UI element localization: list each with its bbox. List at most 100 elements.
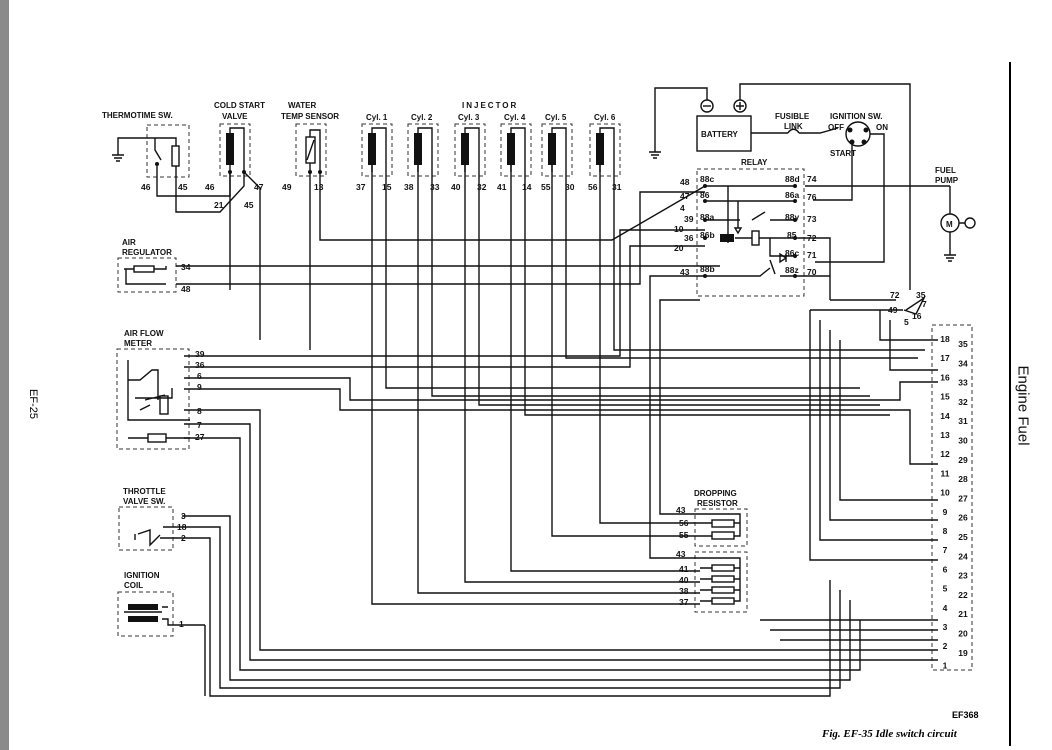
afm-pin-7: 7 [197,420,202,430]
junction-5: 5 [904,317,909,327]
relay-pin-48: 48 [680,177,690,187]
ecu-pin-33: 33 [958,378,968,388]
ecu-pin-14: 14 [940,411,950,421]
junction-block: 72 35 49 7 5 16 [810,290,927,327]
ecu-pin-6: 6 [943,564,948,574]
relay-pin-39: 39 [684,214,694,224]
relay-terminal-88y: 88y [785,212,799,222]
relay-terminal-86: 86 [700,190,710,200]
relay-pin-70: 70 [807,267,817,277]
ecu-pin-1: 1 [943,660,948,670]
air-regulator: AIR REGULATOR 34 48 [117,238,191,294]
relay-terminal-88z: 88z [785,265,799,275]
afm-pin-8: 8 [197,406,202,416]
cyl3-pin-b: 32 [477,182,487,192]
ignition-off-label: OFF [828,123,844,132]
cyl4-pin-a: 41 [497,182,507,192]
ecu-pin-25: 25 [958,532,968,542]
afm-pin-9: 9 [197,382,202,392]
relay-terminal-88d: 88d [785,174,800,184]
motor-label: M [946,220,953,229]
water-label-2: TEMP SENSOR [281,112,339,121]
ignition-sw-label: IGNITION SW. [830,112,882,121]
cyl3-label: Cyl. 3 [458,113,480,122]
ecu-pin-9: 9 [943,507,948,517]
relay-label: RELAY [741,158,768,167]
ignition-on-label: ON [876,123,888,132]
cyl2-pin-a: 38 [404,182,414,192]
ecu-pin-29: 29 [958,455,968,465]
ecu-pin-2: 2 [943,641,948,651]
relay-pin-71: 71 [807,250,817,260]
drop-b-pin-41: 41 [679,564,689,574]
cold-start-label-1: COLD START [214,101,265,110]
afm-pin-27: 27 [195,432,205,442]
cyl6-pin-a: 56 [588,182,598,192]
throttle-label-1: THROTTLE [123,487,166,496]
ecu-pin-23: 23 [958,571,968,581]
relay: RELAY 48 47 4 39 10 36 20 43 88c 86 88a … [674,158,817,297]
thermo-pin-45: 45 [178,182,188,192]
ecu-pin-10: 10 [940,488,950,498]
ecu-pin-27: 27 [958,493,968,503]
injector-cyl5: 55 30 [541,123,575,192]
ecu-pin-22: 22 [958,590,968,600]
ecu-pin-8: 8 [943,526,948,536]
cyl5-pin-b: 30 [565,182,575,192]
fusible-label-2: LINK [784,122,803,131]
ecu-pin-28: 28 [958,474,968,484]
air-reg-pin-48: 48 [181,284,191,294]
junction-7: 7 [922,299,927,309]
fuel-pump-label-2: PUMP [935,176,959,185]
drop-b-pin-38: 38 [679,586,689,596]
relay-terminal-85: 85 [787,230,797,240]
power-section: BATTERY FUSIBLE LINK IGNITION SW. OFF ON… [649,83,911,290]
cyl5-label: Cyl. 5 [545,113,567,122]
ecu-pin-18: 18 [940,334,950,344]
cyl5-pin-a: 55 [541,182,551,192]
ecu-pin-20: 20 [958,629,968,639]
afm-pin-39: 39 [195,349,205,359]
injector-cyl3: 40 32 [451,123,487,192]
air-reg-label-2: REGULATOR [122,248,172,257]
cyl6-pin-b: 31 [612,182,622,192]
fuel-pump: FUEL PUMP M [805,166,976,262]
cyl2-pin-b: 33 [430,182,440,192]
ecu-pin-26: 26 [958,513,968,523]
ecu-connector-box [931,324,973,671]
drop-b-pin-40: 40 [679,575,689,585]
junction-16: 16 [912,311,922,321]
thermo-pin-46: 46 [141,182,151,192]
throttle-valve-switch: THROTTLE VALVE SW. 3 18 2 [118,487,187,551]
cold-pin-46: 46 [205,182,215,192]
ecu-pin-11: 11 [941,468,950,478]
ecu-pin-35: 35 [958,339,968,349]
cyl1-pin-a: 37 [356,182,366,192]
relay-pin-74: 74 [807,174,817,184]
ecu-pin-13: 13 [940,430,950,440]
throttle-label-2: VALVE SW. [123,497,165,506]
ecu-pin-30: 30 [958,436,968,446]
ignition-start-label: START [830,149,856,158]
afm-pin-36: 36 [195,360,205,370]
injector-cyl4: 41 14 [497,123,532,192]
cold-pin-45: 45 [244,200,254,210]
dropping-label-1: DROPPING [694,489,737,498]
afm-label-1: AIR FLOW [124,329,164,338]
injector-cyl2: 38 33 [404,123,440,192]
cyl3-pin-a: 40 [451,182,461,192]
thermotime-label: THERMOTIME SW. [102,111,173,120]
air-reg-pin-34: 34 [181,262,191,272]
ecu-pin-12: 12 [940,449,950,459]
cyl1-label: Cyl. 1 [366,113,388,122]
cold-pin-21: 21 [214,200,224,210]
top-labels: THERMOTIME SW. COLD START VALVE WATER TE… [102,101,616,122]
injector-cyl6: 56 31 [588,123,622,192]
dropping-resistor: DROPPING RESISTOR 43 56 55 43 41 40 38 3… [676,489,748,613]
ecu-pin-7: 7 [943,545,948,555]
ecu-pin-32: 32 [958,397,968,407]
throttle-pin-18: 18 [177,522,187,532]
ecu-pin-24: 24 [958,551,968,561]
cyl4-label: Cyl. 4 [504,113,526,122]
